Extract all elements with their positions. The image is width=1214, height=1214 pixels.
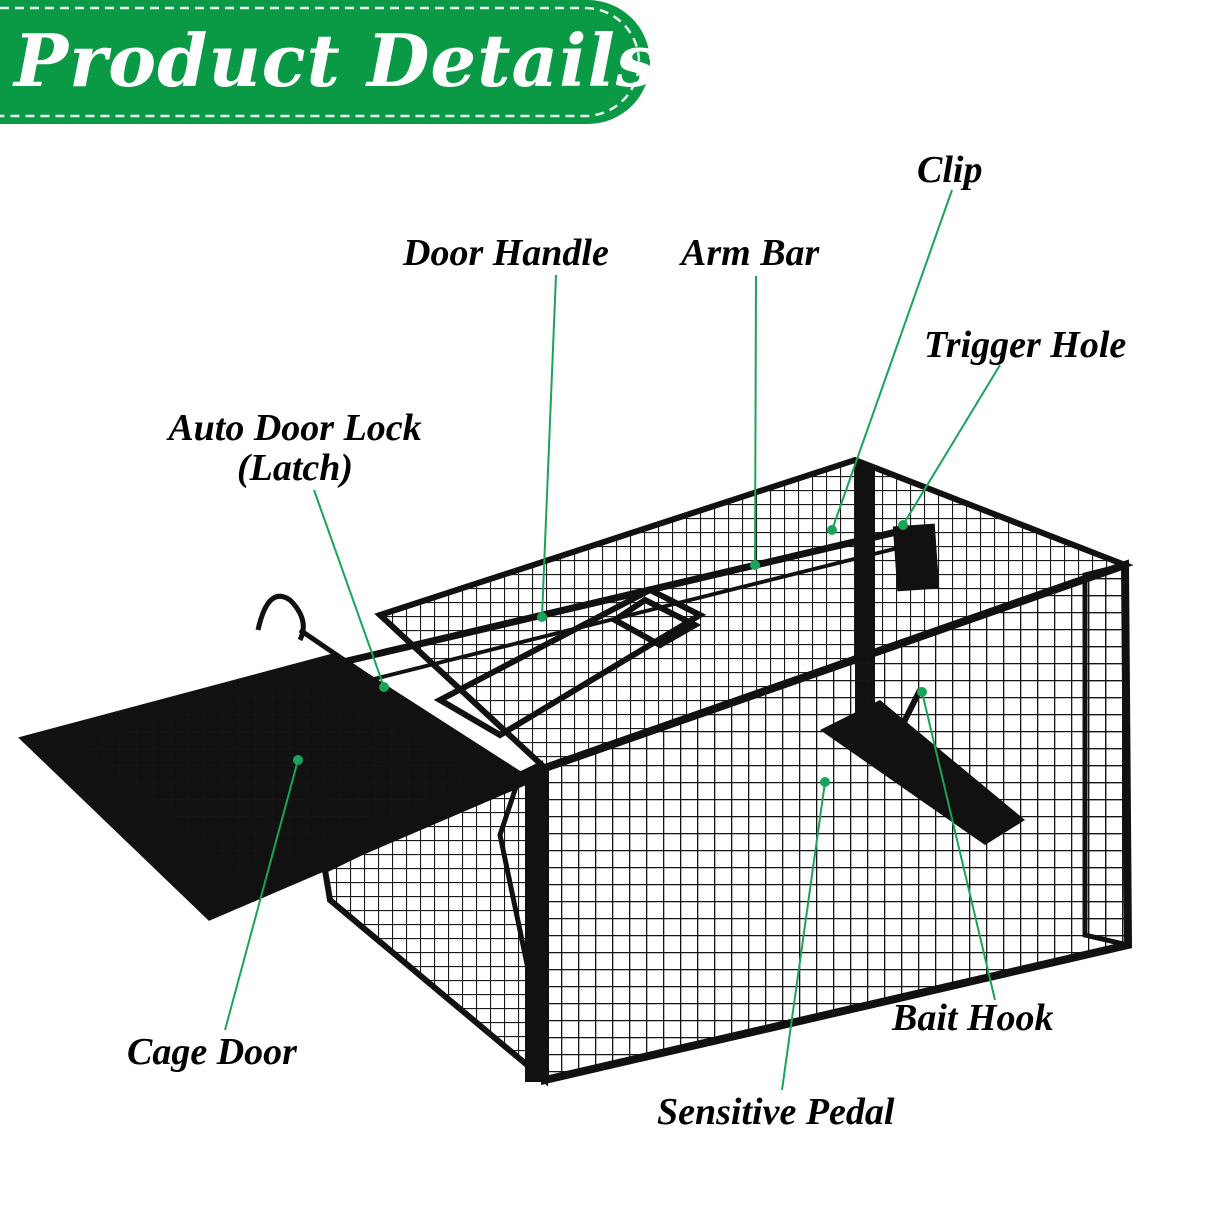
dot-door-handle bbox=[537, 612, 547, 622]
leader-lines bbox=[224, 189, 1001, 1091]
cage-trap bbox=[18, 456, 1134, 1087]
leader-arm-bar bbox=[754, 275, 757, 566]
dot-auto-door-lock bbox=[379, 682, 389, 692]
leader-trigger-hole bbox=[902, 364, 1001, 526]
front-frame-wire bbox=[497, 774, 548, 1051]
cage-door-outline bbox=[18, 652, 536, 921]
label-cage-door: Cage Door bbox=[127, 1031, 297, 1073]
door-latch-bar bbox=[298, 627, 522, 783]
leader-clip bbox=[831, 189, 953, 531]
door-lock-rod-2 bbox=[193, 741, 447, 854]
label-auto-door-lock-line1: Auto Door Lock bbox=[168, 407, 422, 449]
dot-sensitive-pedal bbox=[820, 777, 830, 787]
label-bait-hook: Bait Hook bbox=[892, 997, 1054, 1039]
dot-cage-door bbox=[293, 755, 303, 765]
label-door-handle: Door Handle bbox=[403, 232, 609, 274]
cage-door-holes bbox=[80, 680, 480, 870]
arm-bar bbox=[329, 526, 906, 669]
cage-front-post bbox=[525, 770, 547, 1082]
label-arm-bar: Arm Bar bbox=[681, 232, 820, 274]
leader-door-handle bbox=[541, 274, 557, 618]
door-lock-rod-1 bbox=[83, 656, 342, 744]
label-auto-door-lock-line2: (Latch) bbox=[236, 447, 354, 489]
dot-trigger-hole bbox=[898, 520, 908, 530]
dot-arm-bar bbox=[750, 560, 760, 570]
dot-clip bbox=[827, 525, 837, 535]
leader-dots bbox=[293, 520, 927, 787]
page-title: Product Details bbox=[14, 18, 658, 103]
bait-hook bbox=[896, 688, 948, 807]
title-banner: Product Details bbox=[0, 0, 656, 124]
dot-bait-hook bbox=[917, 687, 927, 697]
label-sensitive-pedal: Sensitive Pedal bbox=[657, 1091, 895, 1133]
leader-cage-door bbox=[224, 759, 299, 1031]
label-clip: Clip bbox=[917, 149, 983, 191]
label-auto-door-lock: Auto Door Lock (Latch) bbox=[140, 408, 450, 488]
leader-bait-hook bbox=[921, 691, 996, 1001]
door-latch-loop bbox=[255, 593, 306, 642]
door-handle bbox=[433, 586, 707, 739]
door-handle-loop bbox=[609, 596, 702, 649]
leader-sensitive-pedal bbox=[781, 781, 826, 1091]
trigger-plate bbox=[892, 523, 940, 592]
leader-auto-door-lock bbox=[313, 489, 385, 688]
label-trigger-hole: Trigger Hole bbox=[924, 324, 1127, 366]
banner-background bbox=[0, 0, 650, 124]
